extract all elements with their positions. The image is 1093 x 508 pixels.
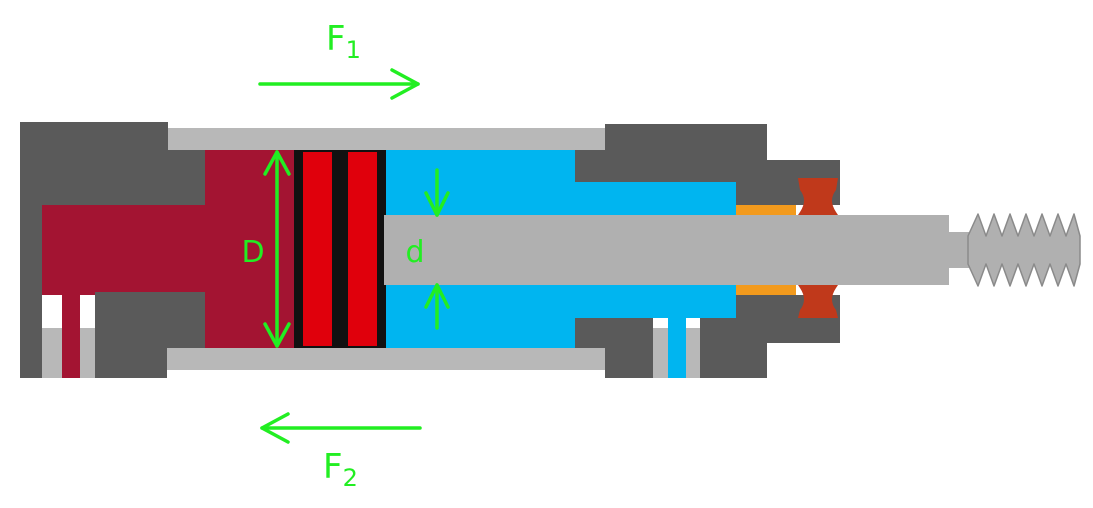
rear-cap-lower-inner	[95, 292, 205, 348]
force-1-subscript: 1	[346, 36, 361, 64]
force-2-letter: F	[323, 447, 343, 487]
rod-chamber-upper-ext	[570, 182, 736, 215]
cap-port-fluid	[62, 290, 80, 378]
barrel-bottom-wall	[165, 348, 610, 370]
piston-seal-right	[348, 152, 377, 346]
rod-port-fluid	[668, 315, 686, 378]
piston-diameter-dimension	[263, 150, 291, 348]
annotations: F1 F2 D d	[241, 19, 450, 492]
arrow-right-icon	[258, 68, 420, 100]
arrow-left-icon	[260, 412, 422, 444]
force-1-label: F1	[326, 19, 361, 64]
front-port-wall-right	[686, 328, 700, 378]
front-head-lower-step	[575, 318, 615, 348]
cap-chamber-inner	[205, 150, 297, 348]
piston-diameter-label: D	[241, 235, 264, 270]
rod-diameter-label: d	[405, 235, 424, 270]
rod-chamber-lower	[384, 285, 579, 348]
rod-chamber-upper	[384, 150, 579, 215]
wiper-seal-lower	[798, 285, 838, 318]
front-head-upper-step	[575, 150, 615, 182]
cylinder-barrel	[165, 128, 610, 370]
bushing-upper	[736, 205, 796, 215]
bushing-lower	[736, 285, 796, 295]
rod-chamber-lower-ext	[570, 285, 736, 318]
rear-port-wall-right	[80, 328, 95, 378]
piston-seal-left	[303, 152, 332, 346]
rear-cap-left-wall	[20, 200, 42, 378]
force-1-letter: F	[326, 19, 346, 59]
rear-port-wall-left	[42, 328, 62, 378]
piston-rod	[384, 213, 1081, 287]
force-2-label: F2	[323, 447, 358, 492]
rod-bushing	[736, 205, 796, 295]
force-2-subscript: 2	[343, 464, 358, 492]
rear-cap-upper-inner	[20, 150, 205, 205]
screw-thread-icon	[967, 213, 1081, 287]
rod-body	[384, 215, 949, 285]
rear-end-cap	[20, 122, 205, 378]
rear-cap-lower	[95, 340, 167, 378]
piston	[294, 150, 386, 348]
barrel-top-wall	[165, 128, 610, 150]
rod-side-chamber	[384, 150, 736, 378]
cap-inlet-passage	[42, 205, 212, 295]
front-port-wall-left	[653, 328, 668, 378]
cap-side-chamber	[42, 150, 297, 378]
wiper-seal-upper	[798, 178, 838, 215]
wiper-seals	[798, 178, 838, 318]
rod-end-stub	[945, 232, 971, 268]
rod-diameter-dimension	[424, 168, 450, 330]
